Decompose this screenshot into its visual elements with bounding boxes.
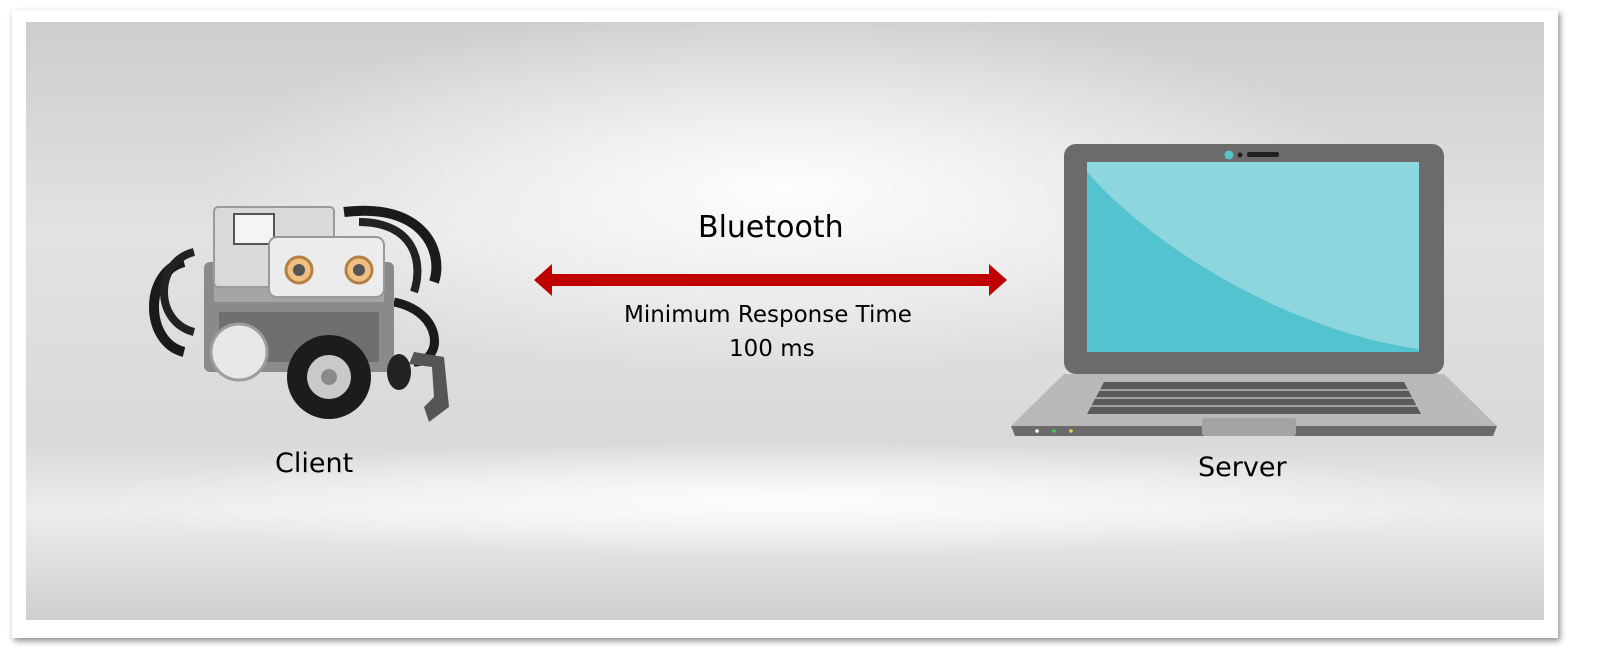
client-label: Client [275,448,354,479]
diagram-canvas: Client Bluetooth Minimum Response Time 1… [26,22,1544,620]
link-protocol-label: Bluetooth [698,210,844,245]
response-time-label: Minimum Response Time [624,302,912,328]
laptop-icon [1011,144,1497,436]
response-time-value: 100 ms [729,336,815,362]
server-label: Server [1198,452,1287,483]
client-robot-image [149,205,449,422]
diagram-frame: Client Bluetooth Minimum Response Time 1… [12,10,1558,638]
bidirectional-arrow [534,264,1007,296]
